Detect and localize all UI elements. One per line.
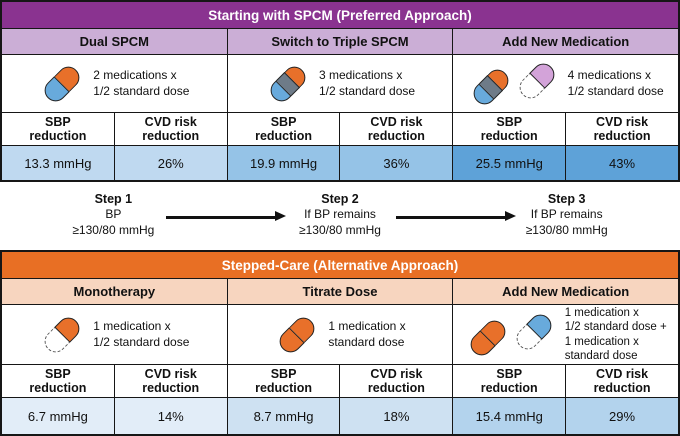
step-3: Step 3 If BP remains ≥130/80 mmHg — [525, 192, 608, 237]
step-2: Step 2 If BP remains ≥130/80 mmHg — [299, 192, 381, 237]
spcm-dual-sbp-value: 13.3 mmHg — [2, 146, 114, 180]
step-1: Step 1 BP ≥130/80 mmHg — [72, 192, 155, 237]
spcm-addnew-cvd-label: CVD risk reduction — [565, 113, 678, 145]
capsule-orange-dashed-icon — [40, 312, 85, 357]
stepped-mono-pill-cell: 1 medication x 1/2 standard dose — [2, 305, 227, 364]
spcm-title: Starting with SPCM (Preferred Approach) — [2, 2, 678, 28]
capsule-blue-dashed-icon — [511, 309, 556, 354]
stepped-titrate-pill-cell: 1 medication x standard dose — [226, 305, 453, 364]
stepped-titrate-dose-text: 1 medication x standard dose — [328, 318, 406, 349]
arrow-right-icon — [396, 212, 516, 221]
capsule-orange-blue-icon — [40, 61, 85, 106]
spcm-dual-dose-text: 2 medications x 1/2 standard dose — [93, 67, 190, 98]
stepped-titrate-cvd-label: CVD risk reduction — [339, 365, 452, 397]
stepped-care-table: Stepped-Care (Alternative Approach) Mono… — [0, 250, 680, 436]
spcm-table: Starting with SPCM (Preferred Approach) … — [0, 0, 680, 182]
stepped-col-header-monotherapy: Monotherapy — [2, 279, 227, 304]
stepped-addnew-sbp-value: 15.4 mmHg — [452, 398, 566, 434]
spcm-triple-sbp-label: SBP reduction — [226, 113, 340, 145]
spcm-dual-sbp-label: SBP reduction — [29, 115, 87, 143]
stepped-addnew-cvd-label: CVD risk reduction — [565, 365, 678, 397]
spcm-dual-pill-cell: 2 medications x 1/2 standard dose — [2, 55, 227, 112]
capsule-orange-gray-blue-icon — [468, 64, 513, 109]
stepped-col-header-titrate: Titrate Dose — [226, 279, 453, 304]
stepped-titrate-sbp-label: SBP reduction — [226, 365, 340, 397]
spcm-triple-dose-text: 3 medications x 1/2 standard dose — [318, 67, 416, 98]
arrow-right-icon — [166, 212, 286, 221]
spcm-triple-cvd-label: CVD risk reduction — [339, 113, 452, 145]
spcm-addnew-cvd-value: 43% — [565, 146, 678, 180]
stepped-addnew-dose-text: 1 medication x 1/2 standard dose + 1 med… — [564, 307, 667, 362]
stepped-mono-dose-text: 1 medication x 1/2 standard dose — [93, 318, 190, 349]
capsule-pink-dashed-icon — [514, 58, 559, 103]
spcm-addnew-sbp-value: 25.5 mmHg — [452, 146, 566, 180]
spcm-triple-pill-cell: 3 medications x 1/2 standard dose — [226, 55, 453, 112]
stepped-mono-sbp-value: 6.7 mmHg — [2, 398, 114, 434]
capsule-orange-gray-blue-icon — [266, 61, 310, 106]
capsule-orange-full-icon — [275, 312, 320, 357]
spcm-dual-cvd-value: 26% — [113, 146, 227, 180]
spcm-col-header-triple: Switch to Triple SPCM — [226, 29, 453, 54]
stepped-mono-sbp-label: SBP reduction — [29, 367, 87, 395]
spcm-addnew-sbp-label: SBP reduction — [452, 113, 565, 145]
stepped-titrate-cvd-value: 18% — [339, 398, 453, 434]
stepped-mono-cvd-label: CVD risk reduction — [113, 365, 227, 397]
stepped-col-header-addnew: Add New Medication — [452, 279, 679, 304]
spcm-triple-sbp-value: 19.9 mmHg — [226, 146, 340, 180]
steps-flow: Step 1 BP ≥130/80 mmHg Step 2 If BP rema… — [0, 182, 680, 250]
spcm-addnew-pill-cell: 4 medications x 1/2 standard dose — [452, 55, 678, 112]
capsule-orange-full-icon — [465, 315, 510, 360]
stepped-care-title: Stepped-Care (Alternative Approach) — [2, 252, 678, 278]
spcm-triple-cvd-value: 36% — [339, 146, 453, 180]
spcm-col-header-dual: Dual SPCM — [2, 29, 227, 54]
stepped-titrate-sbp-value: 8.7 mmHg — [226, 398, 340, 434]
spcm-dual-cvd-label: CVD risk reduction — [113, 113, 227, 145]
stepped-addnew-sbp-label: SBP reduction — [452, 365, 565, 397]
spcm-addnew-dose-text: 4 medications x 1/2 standard dose — [567, 67, 664, 98]
spcm-col-header-addnew: Add New Medication — [452, 29, 679, 54]
stepped-mono-cvd-value: 14% — [113, 398, 227, 434]
stepped-addnew-pill-cell: 1 medication x 1/2 standard dose + 1 med… — [452, 305, 678, 364]
stepped-addnew-cvd-value: 29% — [565, 398, 678, 434]
